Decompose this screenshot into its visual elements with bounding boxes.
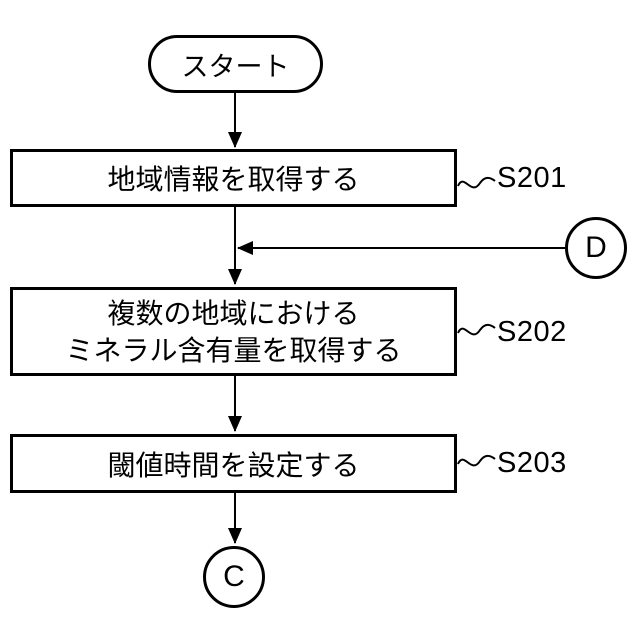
- off-page-connector-c: C: [203, 546, 265, 608]
- process-s203-text: 閾値時間を設定する: [107, 449, 360, 481]
- start-terminal: スタート: [148, 35, 323, 93]
- process-box-s201: 地域情報を取得する: [10, 149, 457, 207]
- step-label-s202: S202: [497, 316, 567, 348]
- process-s202-text-line1: 複数の地域における: [107, 297, 360, 329]
- off-page-connector-d: D: [565, 217, 627, 279]
- process-s202-text-line2: ミネラル含有量を取得する: [65, 334, 402, 366]
- step-label-s201: S201: [497, 162, 567, 194]
- process-box-s203: 閾値時間を設定する: [10, 434, 457, 493]
- tilde-connector-s202: [457, 323, 496, 336]
- process-box-s202: 複数の地域における ミネラル含有量を取得する: [10, 287, 457, 376]
- tilde-connector-s201: [457, 176, 496, 189]
- tilde-connector-s203: [457, 454, 496, 467]
- connector-c-label: C: [223, 560, 245, 593]
- start-terminal-label: スタート: [181, 51, 290, 82]
- step-label-s203: S203: [497, 447, 567, 479]
- process-s201-text: 地域情報を取得する: [107, 164, 360, 195]
- connector-d-label: D: [585, 231, 607, 264]
